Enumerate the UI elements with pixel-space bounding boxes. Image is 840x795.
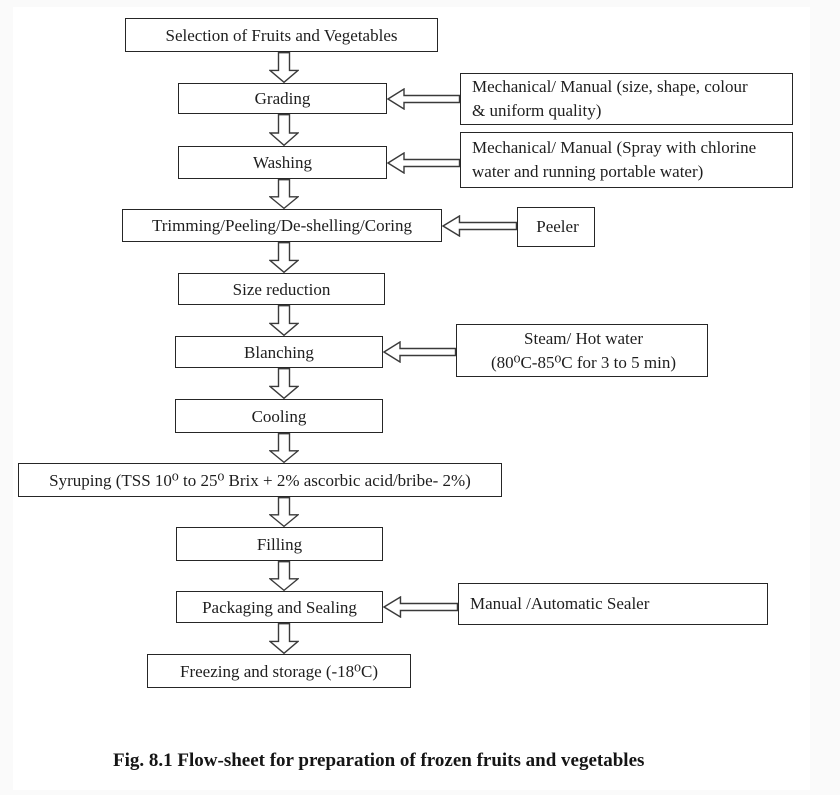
annotation-line: Steam/ Hot water <box>524 328 643 348</box>
down-arrow-icon <box>269 561 299 591</box>
annotation-peeler: Peeler <box>517 207 595 247</box>
down-arrow-icon <box>269 433 299 463</box>
left-arrow-icon <box>442 215 517 237</box>
flow-step-washing: Washing <box>178 146 387 179</box>
annotation-sealer: Manual /Automatic Sealer <box>458 583 768 625</box>
annotation-line: Mechanical/ Manual (size, shape, colour <box>472 77 748 96</box>
left-arrow-icon <box>383 341 456 363</box>
left-arrow-icon <box>387 152 460 174</box>
annotation-line: Mechanical/ Manual (Spray with chlorine <box>472 138 757 157</box>
figure-caption: Fig. 8.1 Flow-sheet for preparation of f… <box>113 750 645 771</box>
down-arrow-icon <box>269 497 299 527</box>
left-arrow-icon <box>383 596 458 618</box>
annotation-blanching-method: Steam/ Hot water (80⁰C-85⁰C for 3 to 5 m… <box>456 324 708 377</box>
left-arrow-icon <box>387 88 460 110</box>
flow-step-selection: Selection of Fruits and Vegetables <box>125 18 438 52</box>
down-arrow-icon <box>269 305 299 336</box>
flow-step-cooling: Cooling <box>175 399 383 433</box>
down-arrow-icon <box>269 179 299 209</box>
flow-step-grading: Grading <box>178 83 387 114</box>
flow-step-filling: Filling <box>176 527 383 561</box>
annotation-line: & uniform quality) <box>472 101 602 120</box>
flow-step-size-reduction: Size reduction <box>178 273 385 305</box>
flow-step-syruping: Syruping (TSS 10⁰ to 25⁰ Brix + 2% ascor… <box>18 463 502 497</box>
annotation-line: Peeler <box>536 217 579 236</box>
flow-step-trimming-peeling: Trimming/Peeling/De-shelling/Coring <box>122 209 442 242</box>
annotation-grading-method: Mechanical/ Manual (size, shape, colour … <box>460 73 793 125</box>
annotation-line: water and running portable water) <box>472 162 704 181</box>
down-arrow-icon <box>269 368 299 399</box>
down-arrow-icon <box>269 623 299 654</box>
annotation-washing-method: Mechanical/ Manual (Spray with chlorine … <box>460 132 793 188</box>
down-arrow-icon <box>269 242 299 273</box>
down-arrow-icon <box>269 114 299 146</box>
down-arrow-icon <box>269 52 299 83</box>
annotation-line: Manual /Automatic Sealer <box>470 594 650 613</box>
flow-step-blanching: Blanching <box>175 336 383 368</box>
flow-step-freezing-storage: Freezing and storage (-18⁰C) <box>147 654 411 688</box>
flow-step-packaging-sealing: Packaging and Sealing <box>176 591 383 623</box>
annotation-line: (80⁰C-85⁰C for 3 to 5 min) <box>490 352 677 372</box>
